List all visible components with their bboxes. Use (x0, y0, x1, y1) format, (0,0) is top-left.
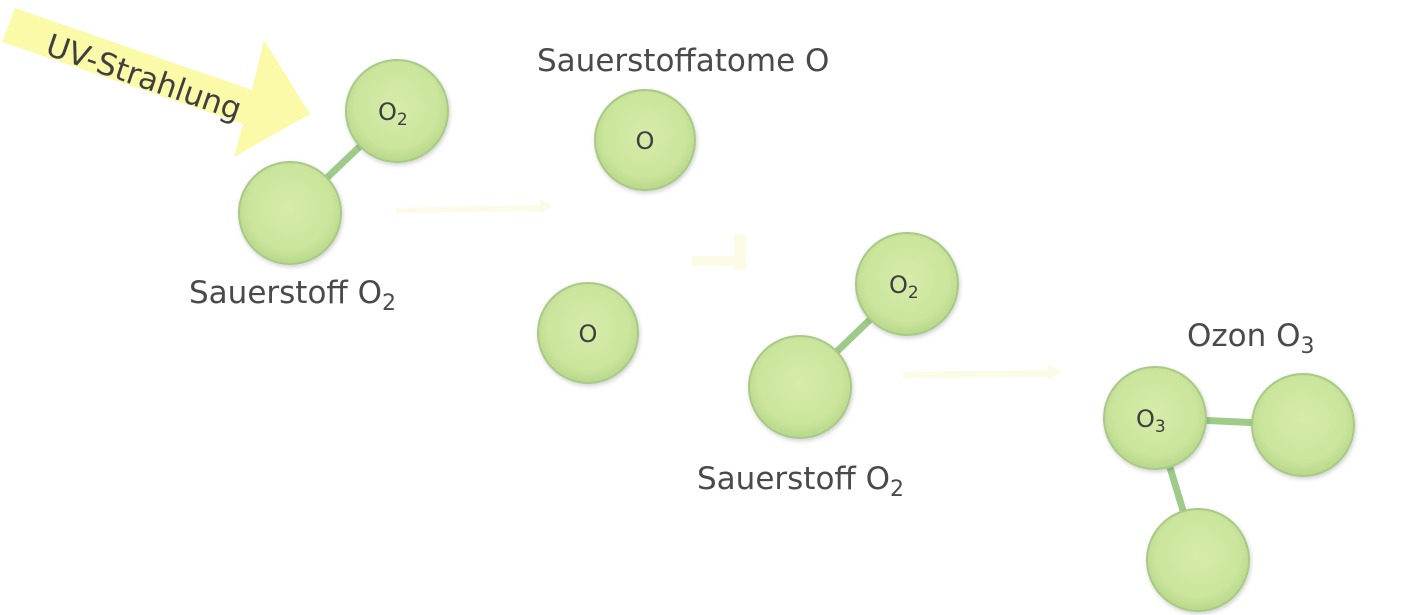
atom-o2-1-bottom (238, 161, 342, 265)
process-arrow-3 (903, 364, 1062, 380)
atom-symbol-o2-1: O2 (378, 98, 408, 130)
atom-o3-bottom (1146, 508, 1250, 612)
atom-o2-1-top (345, 59, 449, 163)
atom-o-bottom (537, 282, 639, 384)
atom-symbol-o2-2: O2 (889, 271, 919, 303)
uv-radiation-arrow: UV-Strahlung (2, 8, 310, 157)
uv-arrow-shape (2, 8, 310, 157)
oxygen-atom-top: O (594, 89, 696, 191)
atom-symbol-o-top: O (636, 127, 655, 155)
label-sauerstoff-1: Sauerstoff O2 (189, 275, 396, 316)
process-arrow-2 (692, 234, 746, 270)
atom-symbol-o3: O3 (1136, 405, 1166, 437)
label-sauerstoffatome: Sauerstoffatome O (537, 43, 829, 79)
oxygen-molecule-2: O2 (748, 232, 959, 439)
ozone-molecule: O3 (1103, 366, 1355, 612)
atom-symbol-o-bottom: O (579, 320, 598, 348)
atom-o2-2-top (855, 232, 959, 336)
process-arrow-1 (396, 199, 552, 214)
label-sauerstoff-2: Sauerstoff O2 (697, 461, 904, 502)
atom-o2-2-bottom (748, 335, 852, 439)
oxygen-molecule-1: O2 (238, 59, 449, 265)
atom-o-top (594, 89, 696, 191)
label-ozon: Ozon O3 (1187, 318, 1315, 359)
atom-o3-right (1251, 373, 1355, 477)
atom-o3-center (1103, 366, 1207, 470)
oxygen-atom-bottom: O (537, 282, 639, 384)
